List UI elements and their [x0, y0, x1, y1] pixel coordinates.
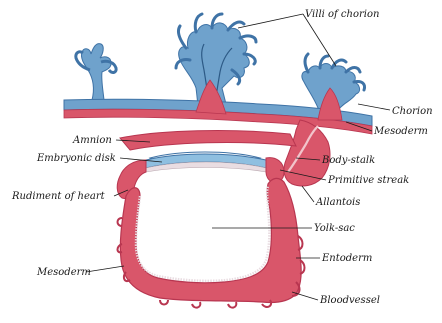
leader-chorion	[358, 104, 390, 110]
label-mesoderm-right: Mesoderm	[373, 126, 428, 137]
villus-left	[81, 44, 111, 100]
label-amnion: Amnion	[72, 135, 112, 146]
leader-villi-1	[238, 14, 303, 28]
leader-allantois	[302, 186, 314, 202]
leader-mesoderm-left	[86, 266, 124, 272]
label-bloodvessel: Bloodvessel	[319, 295, 380, 306]
label-allantois: Allantois	[315, 197, 360, 208]
label-rudiment-heart: Rudiment of heart	[11, 191, 106, 202]
leader-villi-2	[303, 14, 336, 66]
label-embryonic-disk: Embryonic disk	[36, 153, 116, 164]
label-villi: Villi of chorion	[305, 9, 379, 20]
label-entoderm: Entoderm	[321, 253, 372, 264]
label-mesoderm-left: Mesoderm	[36, 267, 91, 278]
label-yolk-sac: Yolk-sac	[314, 223, 355, 234]
label-chorion: Chorion	[392, 106, 433, 117]
label-body-stalk: Body-stalk	[321, 155, 375, 166]
amnion-roof	[120, 131, 296, 150]
label-primitive-streak: Primitive streak	[327, 175, 409, 186]
yolk-sac-cavity	[138, 180, 266, 279]
